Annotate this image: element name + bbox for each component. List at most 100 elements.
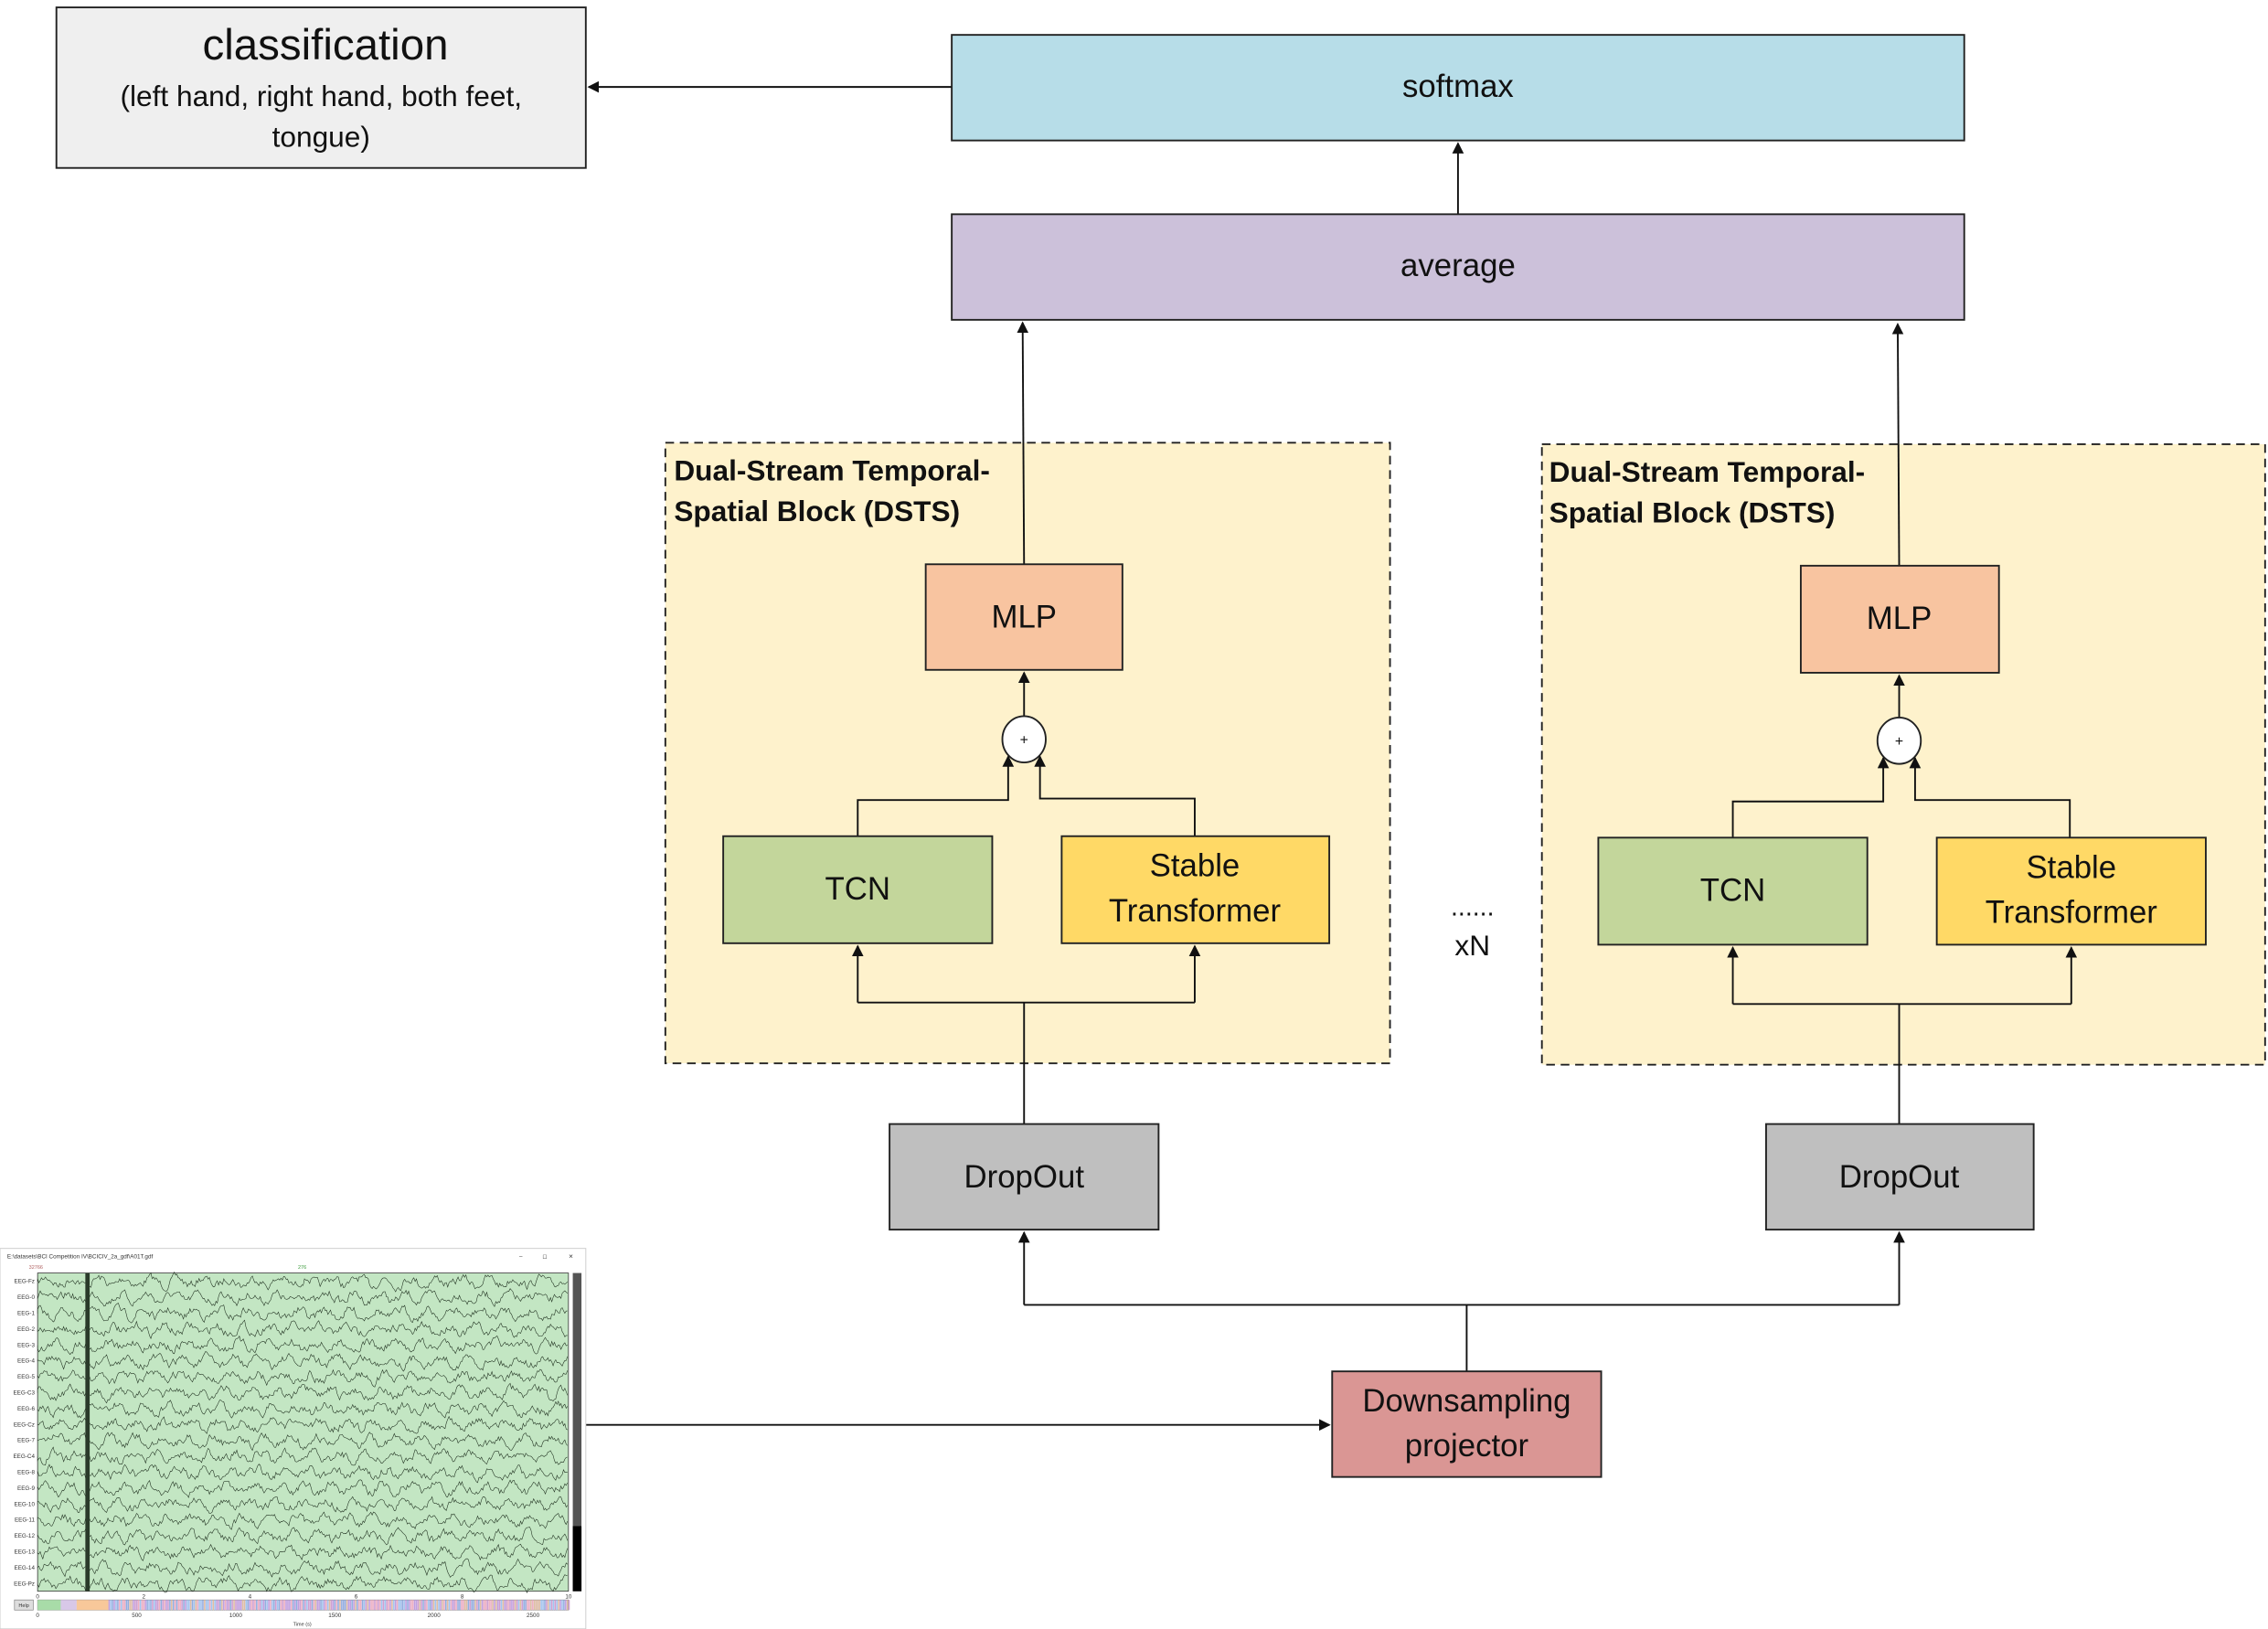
overview-event xyxy=(386,1600,388,1611)
overview-event xyxy=(144,1600,146,1611)
overview-event xyxy=(191,1600,194,1611)
overview-event xyxy=(181,1600,183,1611)
overview-event xyxy=(446,1600,449,1611)
time-tick-label: 8 xyxy=(461,1594,464,1601)
channel-label: EEG-Cz xyxy=(14,1421,35,1428)
overview-event xyxy=(295,1600,298,1611)
softmax-box: softmax xyxy=(951,34,1965,142)
overview-event xyxy=(174,1600,176,1611)
stable-transformer-label-line2: Transformer xyxy=(1986,894,2158,930)
overview-event xyxy=(509,1600,511,1611)
eeg-scrollbar-thumb[interactable] xyxy=(572,1526,582,1592)
eeg-trace xyxy=(37,1288,568,1307)
maximize-button[interactable]: ◻ xyxy=(542,1254,547,1261)
overview-event xyxy=(431,1600,433,1611)
overview-event xyxy=(538,1600,540,1611)
overview-event xyxy=(417,1600,420,1611)
overview-event xyxy=(533,1600,536,1611)
overview-event xyxy=(490,1600,492,1611)
overview-event xyxy=(459,1600,461,1611)
stable-transformer-box: Stable Transformer xyxy=(1935,836,2207,946)
overview-event xyxy=(287,1600,289,1611)
overview-event xyxy=(171,1600,173,1611)
overview-event xyxy=(226,1600,229,1611)
dsts-title-line1: Dual-Stream Temporal- xyxy=(1549,455,1866,488)
overview-event xyxy=(391,1600,393,1611)
overview-event xyxy=(496,1600,499,1611)
channel-label: EEG-Fz xyxy=(15,1279,35,1285)
overview-event xyxy=(455,1600,457,1611)
eeg-xlabel: Time (s) xyxy=(293,1623,312,1628)
eeg-trace xyxy=(37,1272,568,1293)
eeg-trace xyxy=(37,1446,568,1466)
downsampling-label-line1: Downsampling xyxy=(1362,1383,1571,1419)
help-button[interactable] xyxy=(14,1599,34,1611)
overview-event xyxy=(309,1600,312,1611)
overview-segment xyxy=(76,1600,109,1611)
plus-icon: + xyxy=(1020,732,1028,748)
marker-left: 32766 xyxy=(29,1265,43,1271)
eeg-trace xyxy=(37,1382,568,1404)
overview-event xyxy=(351,1600,353,1611)
overview-event xyxy=(476,1600,478,1611)
overview-event xyxy=(337,1600,339,1611)
overview-event xyxy=(164,1600,165,1611)
overview-event xyxy=(542,1600,544,1611)
repeat-label: xN xyxy=(1454,929,1490,962)
overview-event xyxy=(361,1600,364,1611)
overview-event xyxy=(552,1600,555,1611)
channel-label: EEG-10 xyxy=(15,1501,36,1507)
mlp-label: MLP xyxy=(991,600,1057,635)
overview-event xyxy=(396,1600,399,1611)
overview-event xyxy=(240,1600,242,1611)
channel-label: EEG-C4 xyxy=(13,1453,35,1460)
overview-event xyxy=(443,1600,445,1611)
tcn-box: TCN xyxy=(722,835,994,944)
channel-label: EEG-12 xyxy=(15,1533,36,1539)
overview-event xyxy=(108,1600,111,1611)
channel-label: EEG-0 xyxy=(17,1294,35,1301)
overview-event xyxy=(481,1600,484,1611)
overview-tick-label: 2000 xyxy=(428,1613,442,1619)
overview-event xyxy=(382,1600,385,1611)
overview-event xyxy=(531,1600,534,1611)
overview-event xyxy=(363,1600,366,1611)
overview-event xyxy=(119,1600,121,1611)
overview-event xyxy=(528,1600,530,1611)
help-button-label[interactable]: Help xyxy=(18,1603,28,1609)
overview-event xyxy=(561,1600,563,1611)
overview-event xyxy=(535,1600,538,1611)
overview-event xyxy=(304,1600,306,1611)
overview-event xyxy=(344,1600,346,1611)
overview-event xyxy=(486,1600,489,1611)
channel-label: EEG-7 xyxy=(17,1438,35,1444)
overview-event xyxy=(318,1600,320,1611)
eeg-overview-bar[interactable] xyxy=(37,1599,570,1611)
downsampling-label-line2: projector xyxy=(1405,1428,1529,1464)
overview-event xyxy=(208,1600,211,1611)
overview-event xyxy=(365,1600,367,1611)
stable-transformer-label-line2: Transformer xyxy=(1109,893,1282,929)
add-node: + xyxy=(1001,715,1047,763)
close-button[interactable]: ✕ xyxy=(569,1254,573,1261)
eeg-trace xyxy=(37,1303,568,1324)
overview-event xyxy=(410,1600,412,1611)
overview-event xyxy=(183,1600,185,1611)
overview-event xyxy=(471,1600,473,1611)
minimize-button[interactable]: – xyxy=(519,1254,523,1261)
overview-event xyxy=(422,1600,424,1611)
overview-event xyxy=(193,1600,196,1611)
overview-event xyxy=(393,1600,395,1611)
eeg-plot-area[interactable] xyxy=(37,1272,570,1592)
overview-event xyxy=(235,1600,237,1611)
time-tick-label: 10 xyxy=(565,1594,572,1601)
eeg-scrollbar[interactable] xyxy=(572,1272,582,1592)
eeg-window-title: E:\datasets\BCI Competition IV\BCICIV_2a… xyxy=(7,1254,154,1261)
overview-segment xyxy=(37,1600,61,1611)
overview-event xyxy=(544,1600,546,1611)
overview-event xyxy=(249,1600,250,1611)
overview-event xyxy=(200,1600,202,1611)
overview-event xyxy=(221,1600,223,1611)
overview-event xyxy=(479,1600,482,1611)
